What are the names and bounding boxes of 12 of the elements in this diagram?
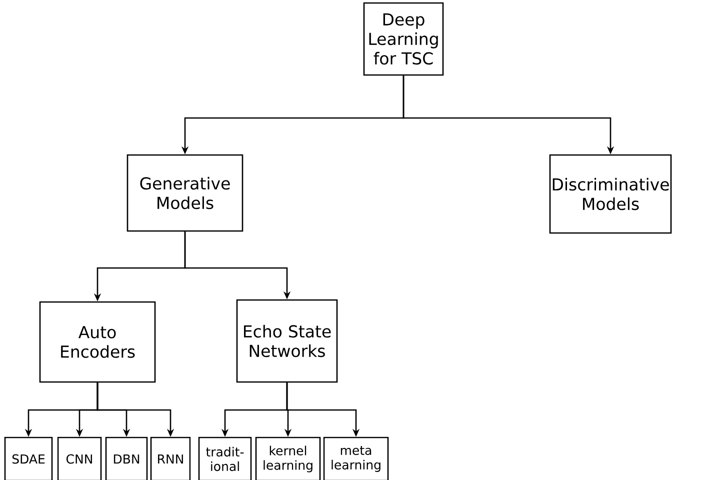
category-box: tradit- ional (198, 436, 252, 480)
category-box: Auto Encoders (39, 301, 156, 383)
category-box: Echo State Networks (236, 299, 338, 383)
category-box: Generative Models (126, 154, 244, 232)
category-box: kernel learning (255, 436, 321, 480)
category-box: SDAE (4, 436, 53, 480)
category-box: meta learning (323, 436, 389, 480)
category-box: DBN (105, 436, 148, 480)
category-box: CNN (57, 436, 102, 480)
category-box: Discriminative Models (549, 154, 672, 234)
category-box: Deep Learning for TSC (363, 2, 444, 76)
category-box: RNN (150, 436, 191, 480)
